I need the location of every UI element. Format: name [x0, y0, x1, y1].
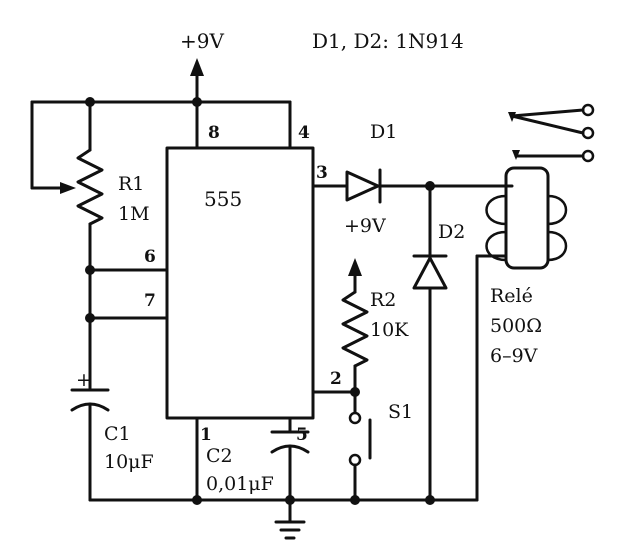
d1-label: D1 — [370, 121, 397, 143]
pin-3-label: 3 — [316, 163, 328, 183]
s1-label: S1 — [388, 401, 413, 423]
relay-voltage: 6–9V — [490, 345, 538, 367]
top-rail — [30, 100, 292, 190]
pin-7-label: 7 — [144, 291, 156, 311]
d2-label: D2 — [438, 221, 465, 243]
pin-6-label: 6 — [144, 247, 156, 267]
ic-555-body — [165, 146, 315, 420]
r1-potentiometer — [60, 100, 104, 272]
c2-value: 0,01μF — [206, 473, 274, 495]
output-branch — [311, 168, 514, 502]
ic-label: 555 — [204, 187, 242, 211]
c2-capacitor — [270, 416, 310, 502]
pin-8-label: 8 — [208, 123, 220, 143]
r2-supply-label: +9V — [344, 215, 386, 237]
c1-value: 10μF — [104, 451, 154, 473]
c1-name: C1 — [104, 423, 131, 445]
relay-resistance: 500Ω — [490, 315, 542, 337]
pin6-pin7-wires — [88, 268, 169, 390]
r1-name: R1 — [118, 173, 144, 195]
pin-4-label: 4 — [298, 123, 310, 143]
junction-dots — [85, 97, 435, 505]
relay — [475, 103, 595, 502]
pin-5-label: 5 — [296, 425, 308, 445]
relay-name: Relé — [490, 285, 533, 307]
r2-s1-branch — [311, 258, 372, 502]
supply-9v-top — [190, 58, 204, 104]
supply-label-top: +9V — [180, 29, 224, 53]
r1-value: 1M — [118, 203, 150, 225]
c1-capacitor — [70, 388, 110, 502]
ground-symbol — [274, 520, 306, 540]
c1-polarity: + — [76, 369, 92, 391]
c2-name: C2 — [206, 445, 233, 467]
r2-name: R2 — [370, 289, 396, 311]
diode-type-note: D1, D2: 1N914 — [312, 29, 464, 53]
pin-1-label: 1 — [200, 425, 212, 445]
r2-value: 10K — [370, 319, 409, 341]
pin-2-label: 2 — [330, 369, 342, 389]
